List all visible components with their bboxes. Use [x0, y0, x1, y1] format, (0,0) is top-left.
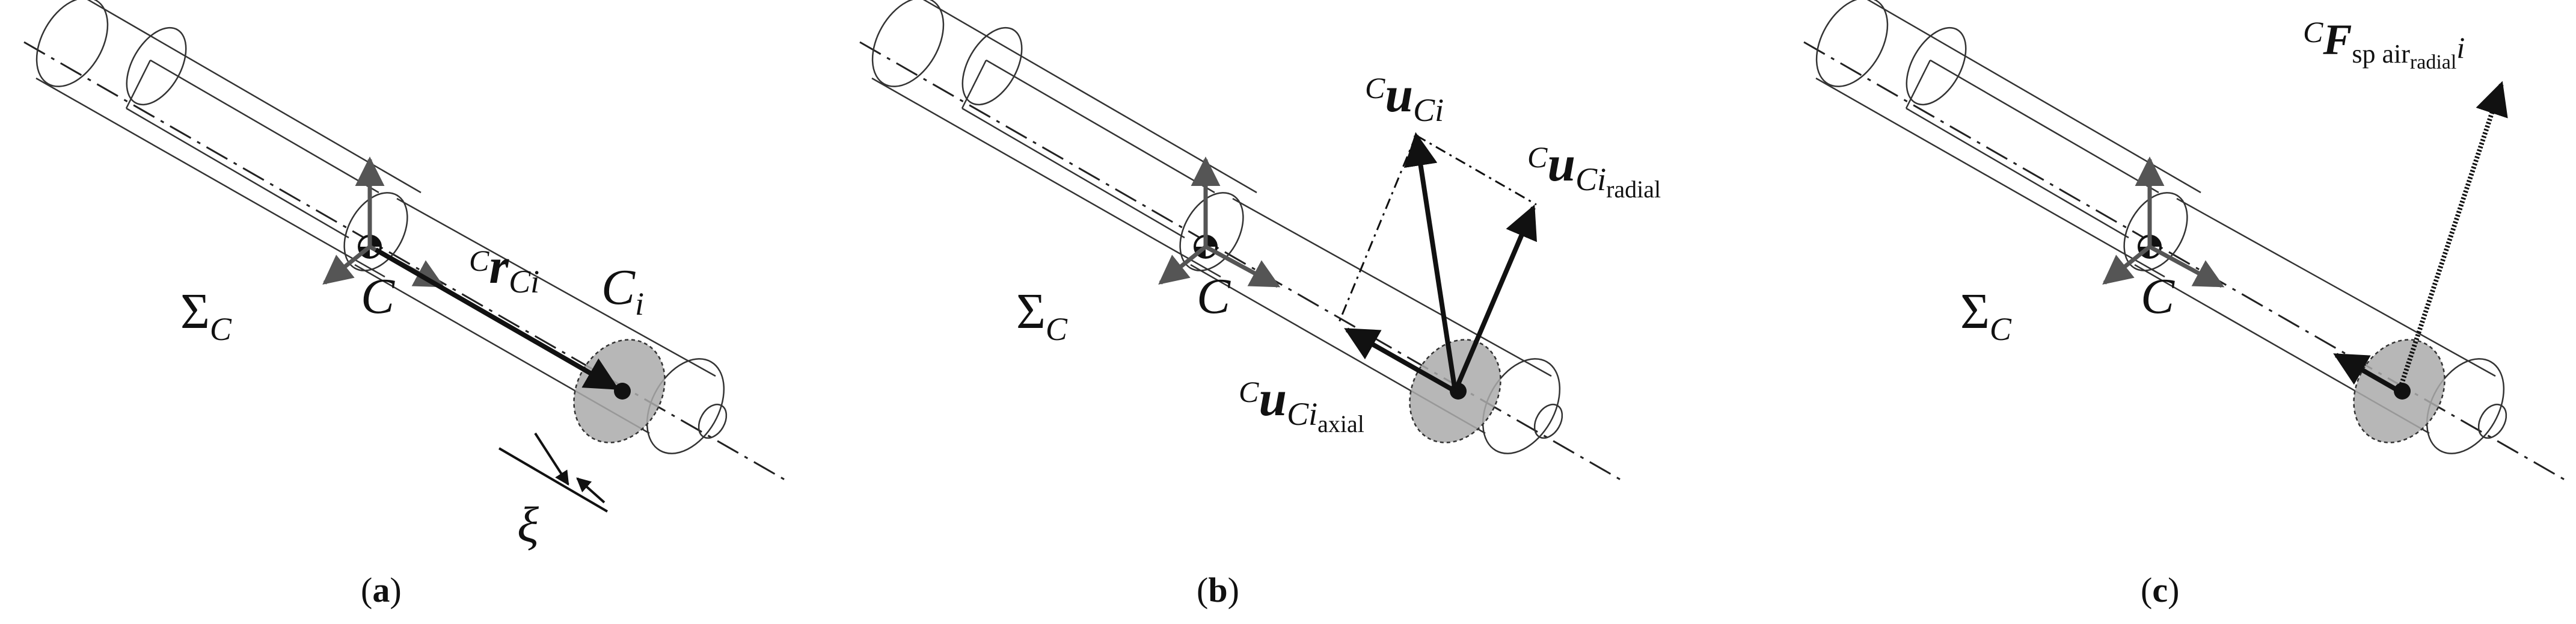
- vector-u-main: [1403, 132, 1458, 392]
- frame-axis-y: [2102, 245, 2151, 285]
- section-center: [2394, 383, 2411, 400]
- origin-label: C: [2141, 268, 2175, 324]
- frame-axis-x: [2148, 244, 2225, 288]
- vector-u-axial-label: CuCiaxial: [1239, 371, 1364, 437]
- panel-b: ΣC C CuCi CuCiradial CuCiaxial (b): [859, 0, 1661, 610]
- force-vector-radial: [2397, 81, 2508, 392]
- frame-label: ΣC: [1960, 283, 2012, 347]
- position-vector-r: [375, 247, 619, 391]
- panel-a: ΣC C CrCi Ci ξ (a): [23, 0, 788, 610]
- frame-label: ΣC: [180, 283, 232, 347]
- vector-u-axial: [1344, 327, 1456, 394]
- force-label: CFsp airradiali: [2303, 15, 2465, 73]
- panel-c: ΣC C CFsp airradiali (c): [1803, 0, 2568, 610]
- dimension-xi: [498, 432, 609, 513]
- construction-lines: [1337, 134, 1537, 326]
- frame-axis-y: [322, 245, 372, 285]
- dimension-xi-label: ξ: [517, 497, 539, 553]
- vector-u-main-label: CuCi: [1365, 67, 1444, 128]
- frame-axis-y: [1158, 245, 1207, 285]
- section-center: [614, 383, 631, 400]
- caption-a: (a): [361, 570, 402, 610]
- center-axis: [859, 41, 1624, 483]
- frame-axis-x: [1204, 244, 1281, 288]
- origin-label: C: [1197, 268, 1231, 324]
- vector-r-label: CrCi: [469, 238, 539, 300]
- vector-u-radial: [1453, 204, 1537, 392]
- center-axis: [1803, 41, 2568, 483]
- caption-c: (c): [2141, 570, 2179, 610]
- force-vector-axial: [2333, 353, 2400, 394]
- center-axis: [23, 41, 788, 483]
- vector-u-radial-label: CuCiradial: [1527, 136, 1661, 203]
- frame-label: ΣC: [1016, 283, 1068, 347]
- origin-label: C: [361, 268, 395, 324]
- caption-b: (b): [1197, 570, 1239, 610]
- section-label: Ci: [601, 259, 644, 322]
